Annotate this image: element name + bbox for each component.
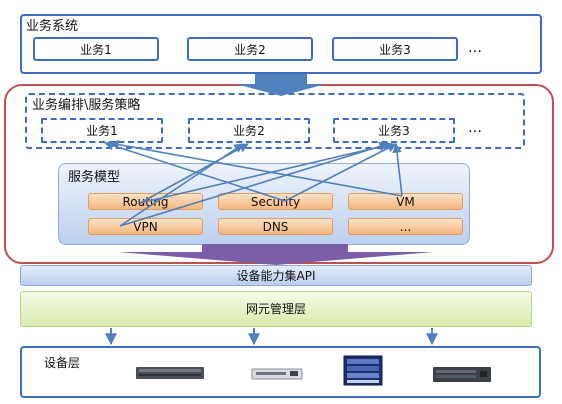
device-layer-label: 设备层 [44,356,81,370]
capability-mapping-lines [104,139,403,227]
switch-device-icon [136,367,204,379]
orchestration-item-3[interactable]: 业务3 [333,118,455,143]
capability-vm[interactable]: VM [348,193,463,210]
ne-to-device-arrows [105,328,438,346]
service-model-title: 服务模型 [68,170,121,185]
business-item-2[interactable]: 业务2 [187,37,313,61]
orchestration-more: … [468,120,483,136]
orchestration-to-api-arrow [118,244,434,265]
business-system-title: 业务系统 [26,19,79,34]
router-device-icon [251,368,303,380]
chassis-device-icon [343,355,383,386]
capability-more[interactable]: ... [348,218,463,235]
api-layer-label: 设备能力集API [236,268,316,283]
server-device-icon [433,367,491,382]
orchestration-item-2[interactable]: 业务2 [188,118,310,143]
ne-layer-label: 网元管理层 [245,302,306,316]
ne-layer-bar: 网元管理层 [20,291,532,327]
business-item-3[interactable]: 业务3 [332,37,458,61]
business-item-1[interactable]: 业务1 [33,37,159,61]
api-layer-bar: 设备能力集API [20,265,532,286]
orchestration-title: 业务编排\服务策略 [32,98,141,113]
capability-security[interactable]: Security [218,193,333,210]
capability-dns[interactable]: DNS [218,218,333,235]
business-more: … [468,40,483,56]
orchestration-item-1[interactable]: 业务1 [41,118,163,143]
business-to-orchestration-arrow [236,74,326,96]
